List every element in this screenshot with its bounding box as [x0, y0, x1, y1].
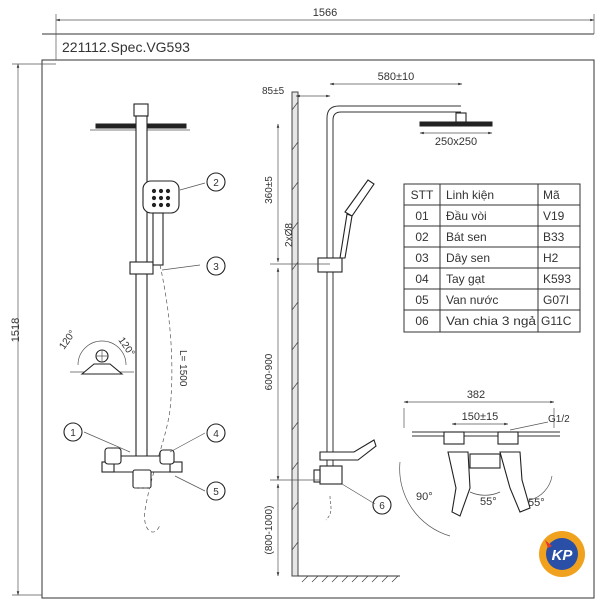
side-view: 85±5 580±10 250x250 360±5 2xØ8 600-900 (…: [262, 71, 493, 583]
valve-height-label: 600-900: [264, 353, 275, 390]
svg-text:K593: K593: [543, 272, 571, 286]
valve-width-label: 382: [467, 389, 485, 401]
callout-3: 3: [206, 256, 226, 276]
parts-table: STT Linh kiện Mã 01 Đầu vòi V19 02 Bát s…: [403, 183, 581, 333]
svg-text:Van nước: Van nước: [446, 293, 498, 307]
arm-connector: [133, 103, 149, 117]
head-height-label: 360±5: [264, 176, 275, 204]
hand-shower-handle: [152, 212, 164, 266]
total-width-label: 1566: [313, 7, 337, 19]
svg-text:5: 5: [213, 487, 219, 498]
table-header-part: Linh kiện: [446, 188, 494, 202]
table-row: 04 Tay gạt K593: [415, 272, 571, 286]
wall-hatching: [291, 101, 299, 551]
valve-detail: 382 150±15 G1/2 90° 55° 55°: [399, 389, 570, 537]
spout-side: [319, 439, 377, 461]
wall-section: [291, 91, 299, 577]
svg-text:Tay gạt: Tay gạt: [446, 272, 485, 286]
svg-text:3: 3: [213, 262, 219, 273]
shower-nozzles: [151, 188, 171, 208]
arm-length-label: 580±10: [378, 71, 415, 83]
svg-text:V19: V19: [543, 209, 565, 223]
front-view: 120° 120° L= 1500: [57, 103, 206, 533]
svg-text:Bát sen: Bát sen: [446, 230, 487, 244]
center-spacing-label: 150±15: [462, 411, 499, 423]
svg-text:Van chia 3 ngả: Van chia 3 ngả: [446, 314, 536, 328]
angle-55-left-label: 55°: [480, 496, 497, 508]
spout-front: [132, 469, 152, 489]
angle-55-right-label: 55°: [528, 497, 545, 509]
lever-angle-detail: 120° 120°: [57, 328, 137, 375]
callout-2: 2: [206, 172, 226, 192]
callout-4: 4: [206, 423, 226, 443]
svg-text:H2: H2: [543, 251, 559, 265]
table-header-stt: STT: [411, 188, 434, 202]
total-height-label: 1518: [10, 318, 22, 342]
holder-diameter-label: 2xØ8: [284, 223, 295, 247]
wall-offset-label: 85±5: [262, 86, 285, 97]
svg-text:2: 2: [213, 178, 219, 189]
svg-text:06: 06: [415, 314, 429, 328]
svg-text:G11C: G11C: [541, 314, 572, 328]
mixer-side-body: [319, 465, 343, 485]
drawing-frame: [41, 33, 595, 599]
svg-text:G07I: G07I: [543, 293, 569, 307]
svg-text:02: 02: [415, 230, 429, 244]
logo-text: KP: [552, 547, 574, 564]
rain-head-side: [419, 121, 493, 127]
diverter-knob: [159, 449, 175, 465]
angle-90-label: 90°: [416, 491, 433, 503]
svg-text:01: 01: [415, 209, 429, 223]
floor-height-label: (800-1000): [264, 506, 275, 555]
brand-logo: KP: [539, 531, 585, 577]
lever-right: [499, 451, 531, 513]
riser-pipe: [135, 115, 148, 462]
svg-text:05: 05: [415, 293, 429, 307]
floor-hatching: [301, 575, 399, 583]
callout-5: 5: [206, 481, 226, 501]
svg-text:Dây sen: Dây sen: [446, 251, 490, 265]
shower-hose: [144, 264, 173, 533]
head-size-label: 250x250: [435, 136, 477, 148]
mixer-lever: [104, 447, 122, 465]
valve-body: [469, 453, 501, 469]
holder-side: [317, 257, 343, 273]
svg-text:04: 04: [415, 272, 429, 286]
callout-1: 1: [63, 422, 83, 442]
svg-text:4: 4: [213, 429, 219, 440]
svg-text:1: 1: [70, 428, 76, 439]
table-row: 03 Dây sen H2: [415, 251, 558, 265]
table-row: 06 Van chia 3 ngả G11C: [415, 314, 571, 328]
lever-left: [447, 451, 471, 517]
table-header-code: Mã: [543, 188, 560, 202]
document-code: 221112.Spec.VG593: [62, 39, 190, 55]
overall-height-dimension: 1518: [10, 63, 56, 596]
hose-length-label: L= 1500: [177, 350, 188, 387]
hand-shower-side: [344, 179, 375, 217]
svg-text:B33: B33: [543, 230, 565, 244]
riser-and-arm: [326, 105, 461, 470]
angle-right-label: 120°: [116, 335, 137, 358]
overall-width-dimension: 1566: [55, 7, 595, 60]
table-row: 05 Van nước G07I: [415, 293, 569, 307]
angle-left-label: 120°: [57, 328, 78, 351]
head-connector: [455, 112, 467, 123]
thread-label: G1/2: [548, 414, 570, 425]
table-row: 02 Bát sen B33: [415, 230, 564, 244]
shower-holder: [129, 261, 154, 275]
svg-text:6: 6: [379, 501, 385, 512]
table-row: 01 Đầu vòi V19: [415, 209, 564, 223]
logo-inner-disc: [546, 538, 578, 570]
callout-6: 6: [372, 495, 392, 515]
svg-text:03: 03: [415, 251, 429, 265]
svg-text:Đầu vòi: Đầu vòi: [446, 209, 487, 223]
